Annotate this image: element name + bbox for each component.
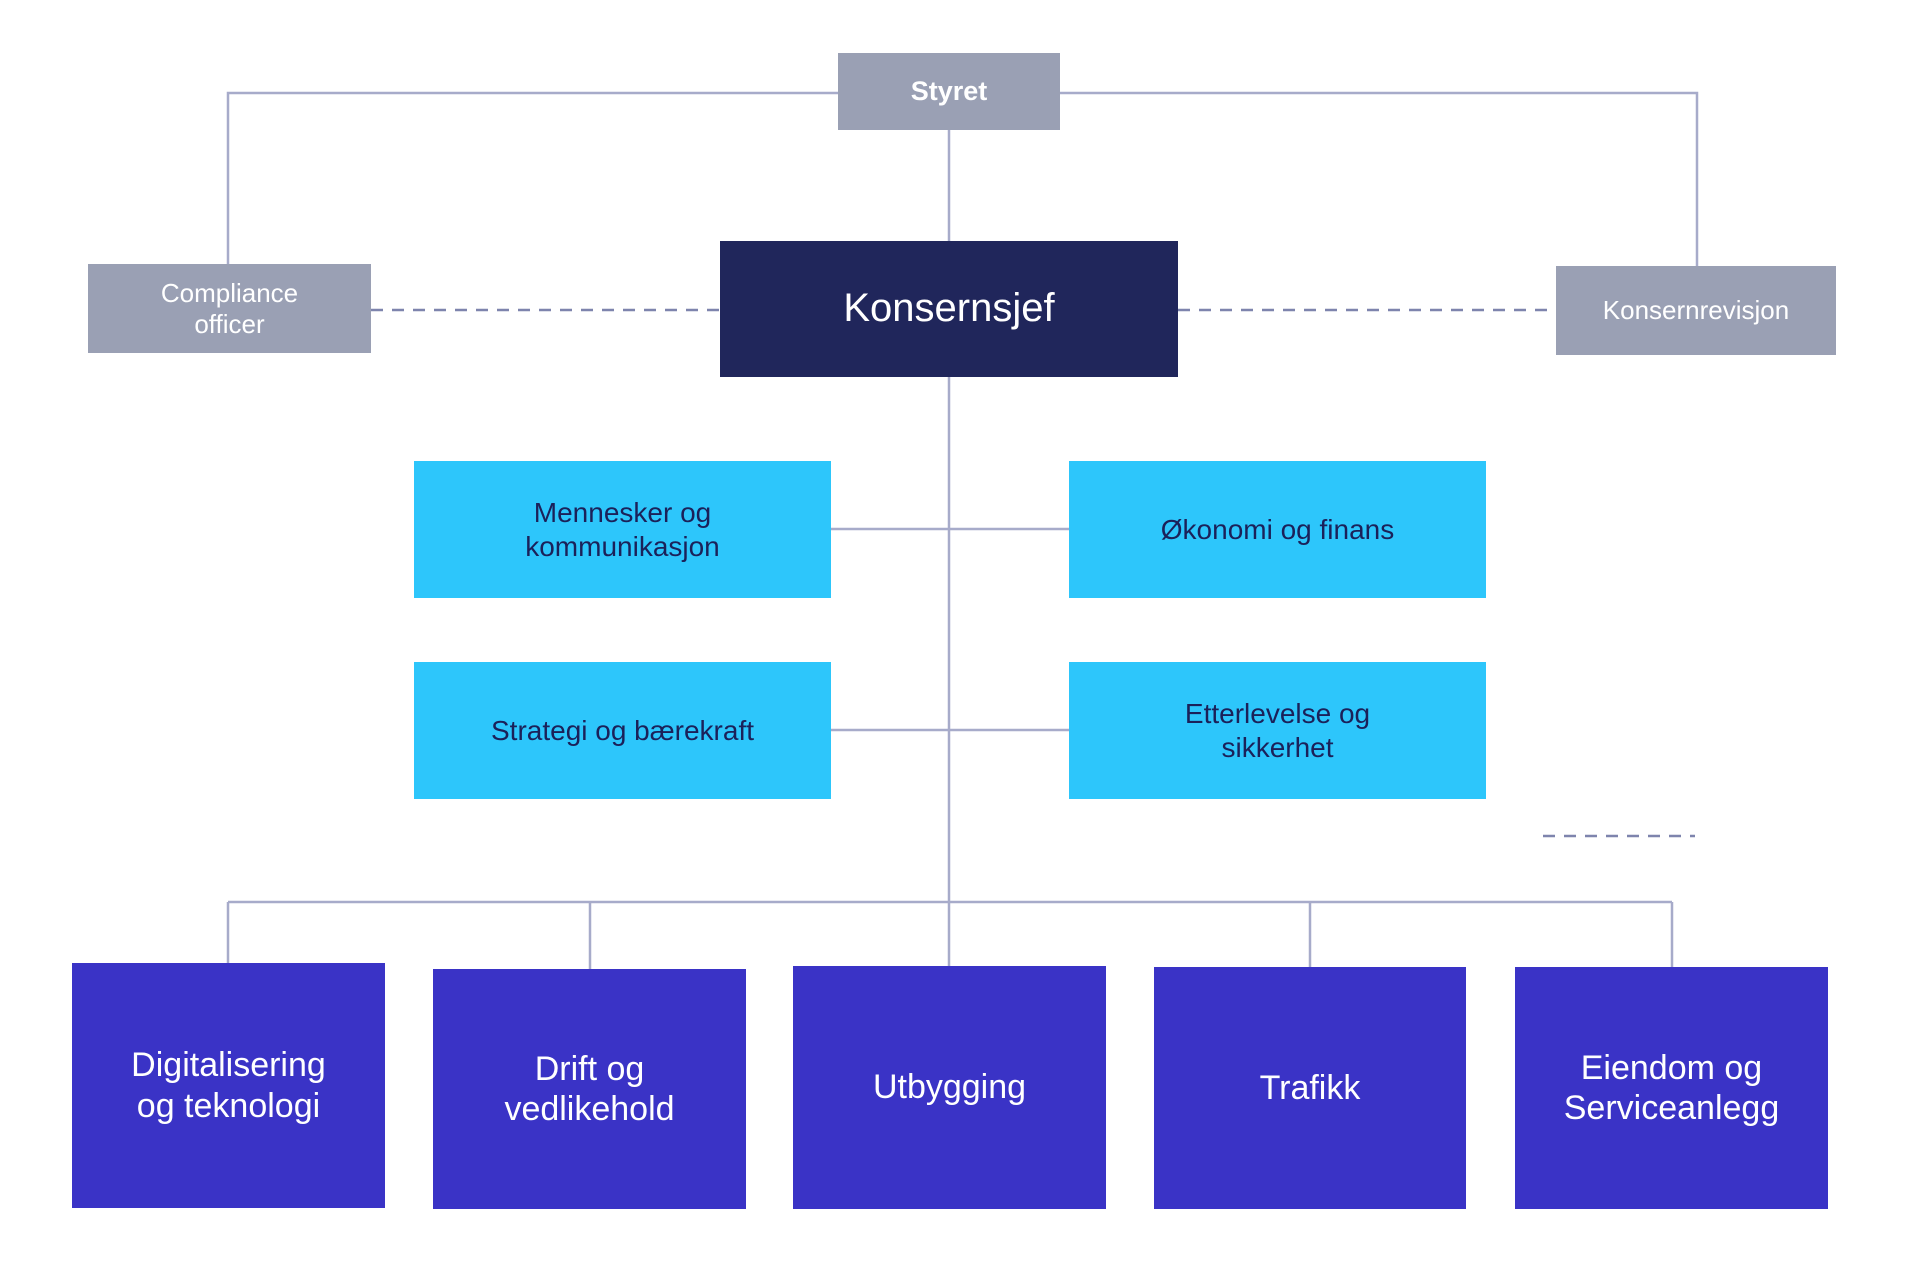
connector-board-to-compliance	[226, 91, 838, 264]
node-etterlevelse-og-sikkerhet[interactable]: Etterlevelse og sikkerhet	[1069, 662, 1486, 799]
node-strategi-og-baerekraft[interactable]: Strategi og bærekraft	[414, 662, 831, 799]
node-drift-og-vedlikehold[interactable]: Drift og vedlikehold	[433, 969, 746, 1209]
node-eiendom-og-serviceanlegg[interactable]: Eiendom og Serviceanlegg	[1515, 967, 1828, 1209]
node-compliance-officer[interactable]: Compliance officer	[88, 264, 371, 353]
node-konsernsjef[interactable]: Konsernsjef	[720, 241, 1178, 377]
node-trafikk[interactable]: Trafikk	[1154, 967, 1466, 1209]
node-konsernrevisjon[interactable]: Konsernrevisjon	[1556, 266, 1836, 355]
node-okonomi-og-finans[interactable]: Økonomi og finans	[1069, 461, 1486, 598]
node-utbygging[interactable]: Utbygging	[793, 966, 1106, 1209]
node-mennesker-og-kommunikasjon[interactable]: Mennesker og kommunikasjon	[414, 461, 831, 598]
node-digitalisering-og-teknologi[interactable]: Digitalisering og teknologi	[72, 963, 385, 1208]
node-styret[interactable]: Styret	[838, 53, 1060, 130]
